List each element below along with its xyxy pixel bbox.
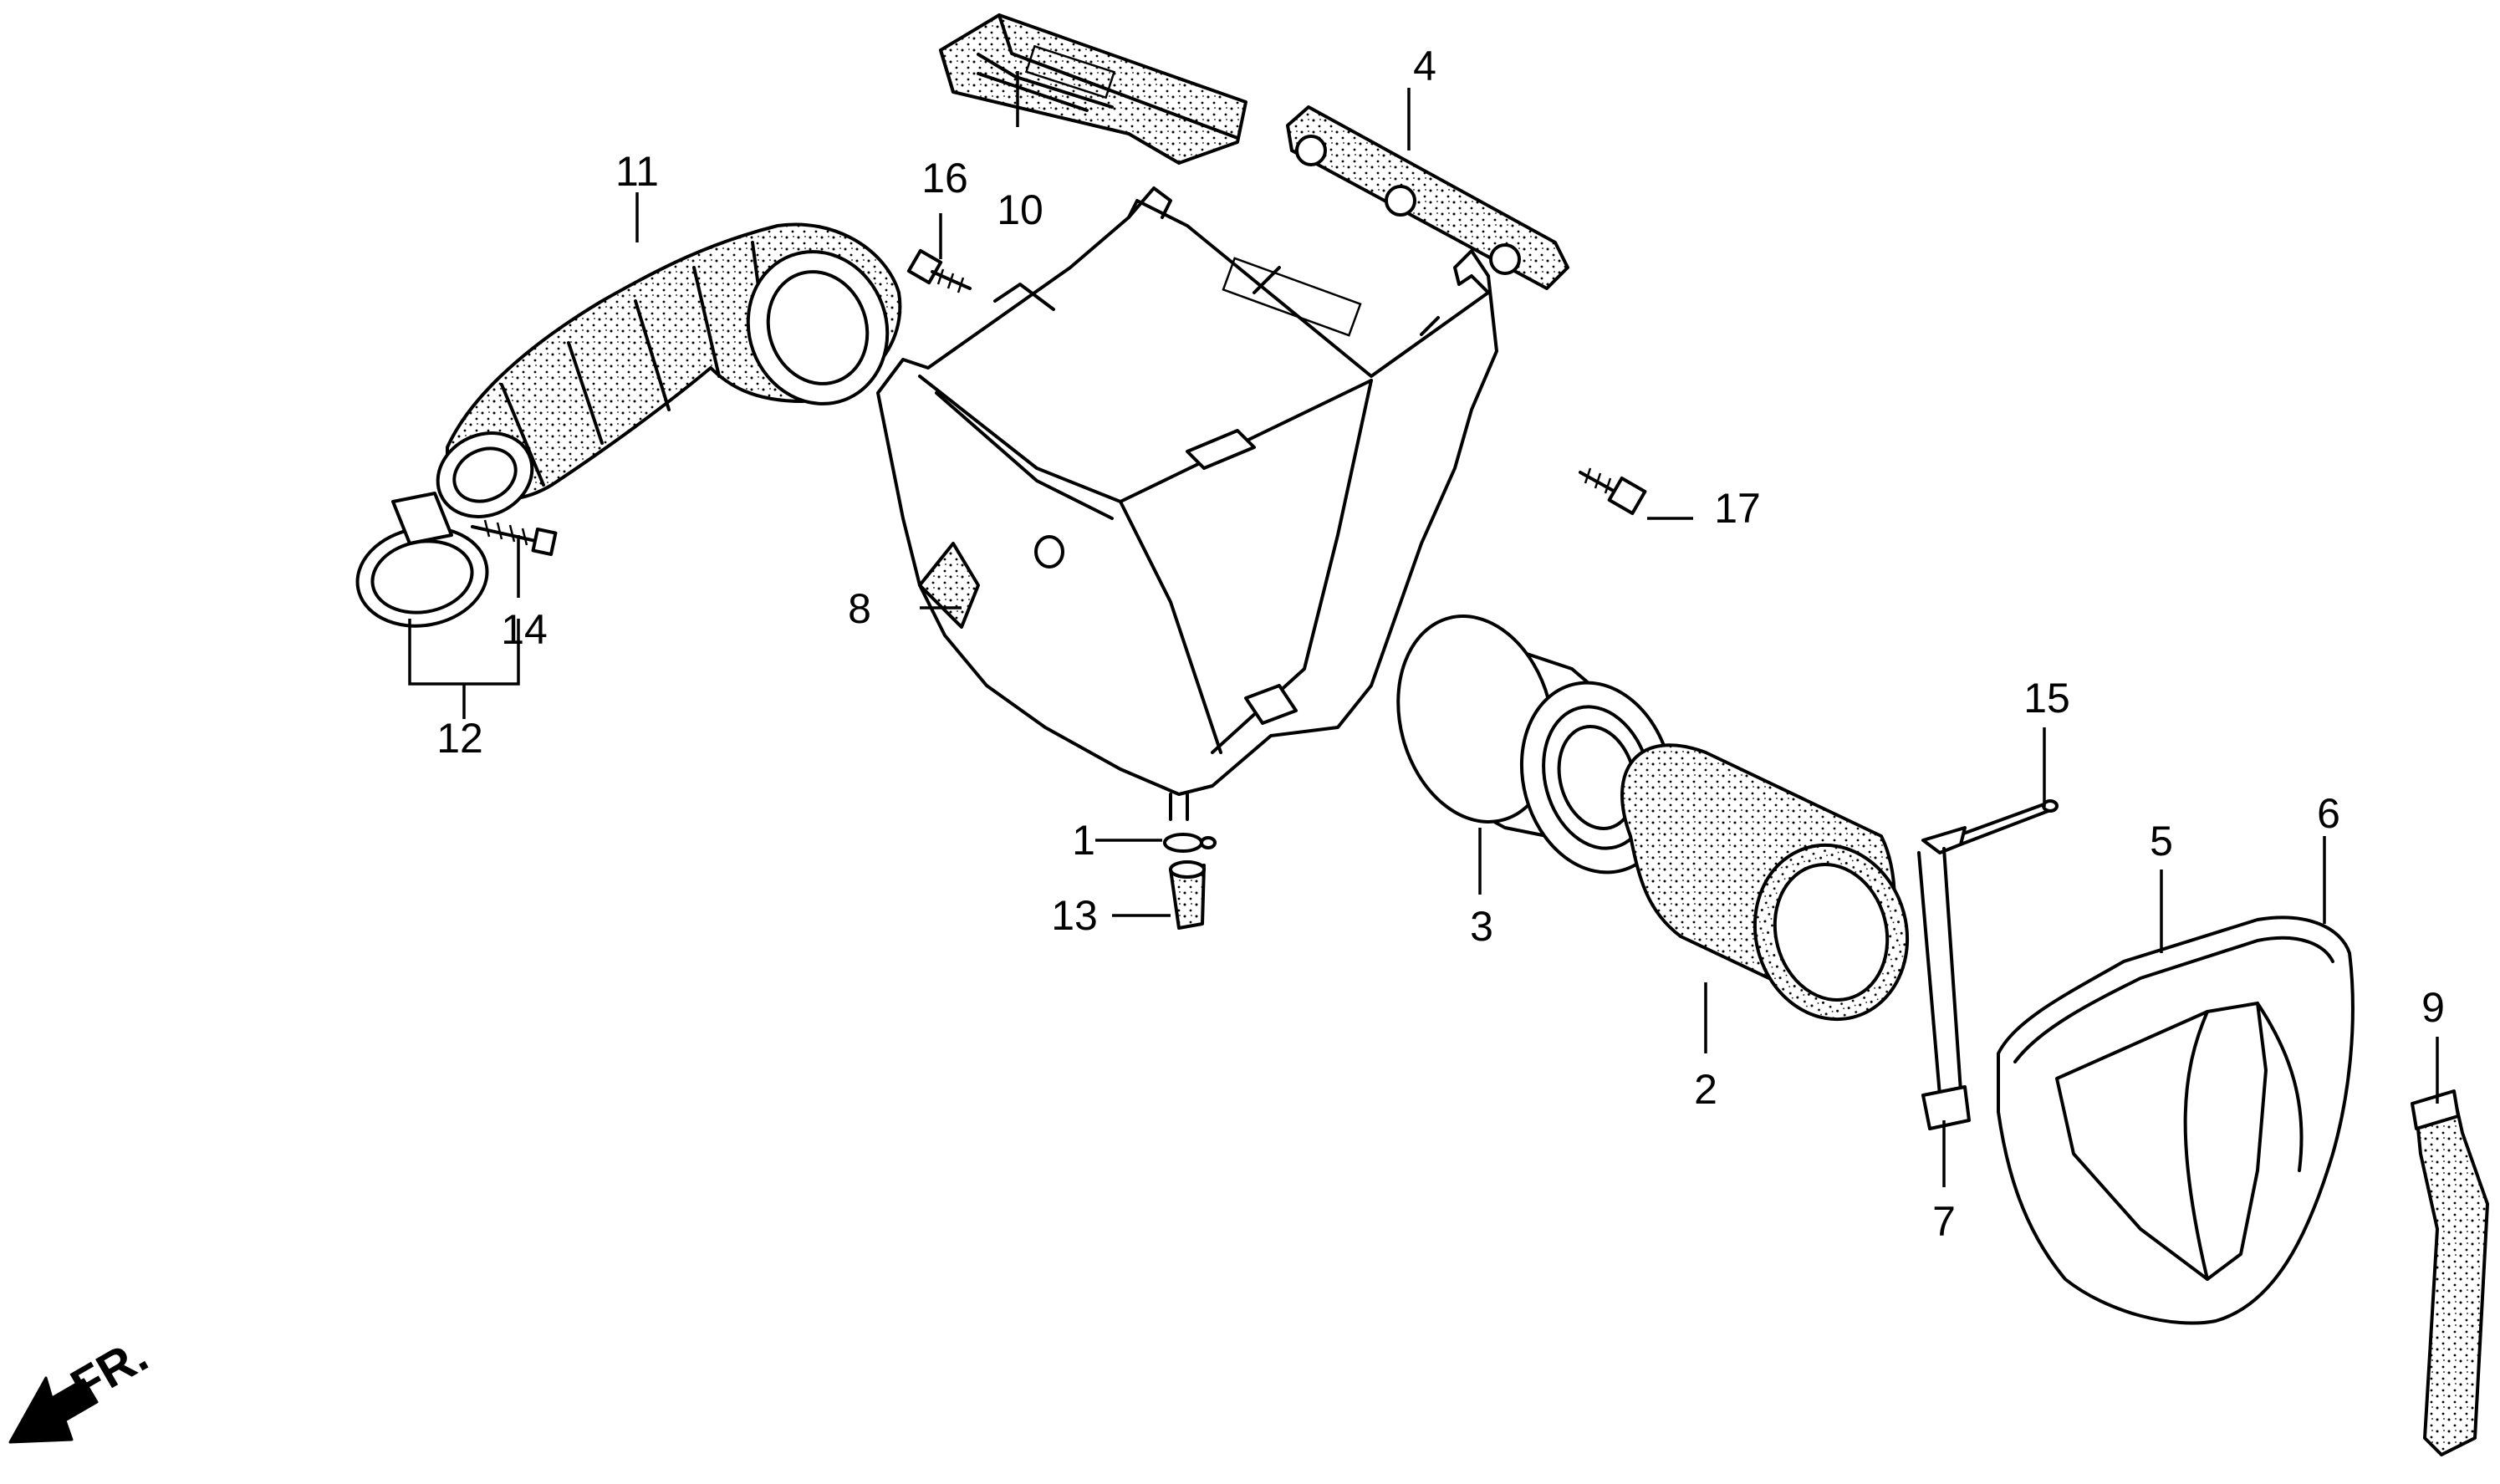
part-15-pin xyxy=(1955,799,2059,846)
part-16-bolt xyxy=(906,248,972,293)
part-8-air-cleaner-case xyxy=(876,186,1498,821)
callout-6: 6 xyxy=(2317,790,2340,837)
callout-11: 11 xyxy=(615,148,659,195)
callout-4: 4 xyxy=(1413,43,1436,89)
part-2-foam-filter xyxy=(1620,743,1910,1022)
leader-lines xyxy=(408,71,2439,1187)
callout-5: 5 xyxy=(2150,818,2173,864)
callout-10: 10 xyxy=(997,186,1043,233)
part-1-o-ring xyxy=(1163,833,1217,853)
callout-8: 8 xyxy=(848,585,871,632)
callout-12: 12 xyxy=(436,715,483,762)
callout-14: 14 xyxy=(501,606,548,653)
callout-16: 16 xyxy=(921,155,968,201)
callouts: 4 10 11 16 17 8 14 12 1 13 3 2 15 5 6 7 … xyxy=(436,43,2445,1245)
front-arrow-icon xyxy=(8,1376,99,1444)
callout-7: 7 xyxy=(1932,1198,1956,1245)
callout-2: 2 xyxy=(1694,1066,1717,1113)
part-11-intake-duct xyxy=(436,222,902,518)
part-17-bolt xyxy=(1579,467,1647,515)
part-14-screw xyxy=(471,519,558,557)
callout-3: 3 xyxy=(1470,903,1493,950)
callout-17: 17 xyxy=(1714,485,1761,532)
part-12-clamp-band xyxy=(355,492,489,628)
callout-15: 15 xyxy=(2023,675,2070,722)
callout-13: 13 xyxy=(1051,892,1098,939)
front-direction-indicator: FR. xyxy=(8,1328,156,1444)
part-9-long-strap xyxy=(2411,1089,2489,1456)
part-10-resonator-cover xyxy=(939,13,1247,165)
part-13-drain-plug xyxy=(1169,860,1206,930)
callout-9: 9 xyxy=(2421,984,2445,1031)
callout-1: 1 xyxy=(1072,817,1095,864)
part-4-bracket xyxy=(1286,105,1569,290)
part-5-6-cover xyxy=(1997,915,2355,1325)
part-7-strap xyxy=(1917,826,1971,1130)
